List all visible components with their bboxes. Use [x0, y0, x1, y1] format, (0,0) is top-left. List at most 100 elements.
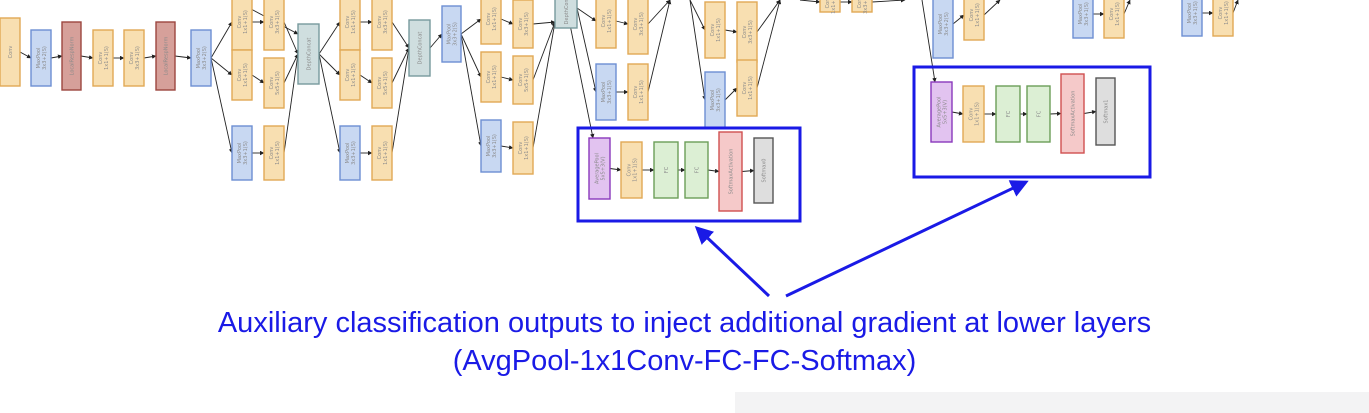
aux2-fc-1-label: FC [1006, 110, 1012, 117]
inception-3a-a1: Conv1x1+1(S) [231, 0, 253, 51]
maxpool-3-label: MaxPool3x3+2(S) [447, 22, 459, 46]
aux2-fc-1: FC [995, 85, 1021, 143]
pointer-arrow-aux2 [785, 180, 1029, 298]
inception-5b-d1-label: MaxPool3x3+1(S) [1187, 1, 1199, 25]
inception-4c-c1-label: MaxPool3x3+1(S) [710, 88, 722, 112]
inception-3b-c2: Conv1x1+1(S) [371, 125, 393, 181]
inception-4a-c1-label: MaxPool3x3+1(S) [486, 134, 498, 158]
aux2-softmax-activation-label: SoftmaxActivation [1071, 91, 1077, 137]
aux2-averagepool: AveragePool5x5+3(V) [930, 81, 953, 143]
aux1-softmax-activation-label: SoftmaxActivation [729, 149, 735, 195]
stem-conv-1: Conv [0, 17, 21, 87]
inception-3a-c1: MaxPool3x3+1(S) [231, 125, 253, 181]
stem-conv-3: Conv3x3+1(S) [123, 29, 145, 87]
inception-4a-a2: Conv3x3+1(S) [512, 0, 534, 49]
inception-4d-a1: Conv1x1+1(S) [819, 0, 841, 14]
stem-conv-2-label: Conv1x1+1(S) [98, 46, 110, 70]
inception-5b-d1: MaxPool3x3+1(S) [1181, 0, 1203, 37]
inception-3a-b1: Conv1x1+1(S) [231, 49, 253, 101]
aux1-softmax-activation: SoftmaxActivation [718, 131, 743, 212]
pointer-arrow-aux1 [694, 225, 771, 298]
inception-4a-c2: Conv1x1+1(S) [512, 121, 534, 175]
inception-3a-b2: Conv5x5+1(S) [263, 57, 285, 109]
inception-4a-b2: Conv5x5+1(S) [512, 55, 534, 105]
inception-5b-c2: Conv1x1+1(S) [1103, 0, 1125, 39]
aux1-softmax: Softmax0 [753, 137, 774, 204]
aux1-highlight-box [576, 126, 802, 223]
inception-3a-b1-label: Conv1x1+1(S) [237, 63, 249, 87]
inception-4b-a1-label: Conv1x1+1(S) [601, 9, 613, 33]
stem-conv-2: Conv1x1+1(S) [92, 29, 114, 87]
stem-localrespnorm-1-label: LocalRespNorm [70, 37, 76, 76]
maxpool-4: MaxPool3x3+2(S) [932, 0, 954, 59]
depthconcat-3-label: DepthConcat [564, 0, 570, 24]
inception-5b-d2-label: Conv1x1+1(S) [1218, 1, 1230, 25]
inception-3b-b2: Conv5x5+1(S) [371, 57, 393, 109]
aux1-fc-1: FC [653, 141, 679, 199]
inception-3a-c2: Conv1x1+1(S) [263, 125, 285, 181]
aux1-averagepool-label: AveragePool5x5+3(V) [595, 153, 607, 184]
inception-4c-c1: MaxPool3x3+1(S) [704, 71, 726, 129]
aux1-conv: Conv1x1+1(S) [620, 141, 643, 199]
inception-4a-a1-label: Conv1x1+1(S) [486, 7, 498, 31]
inception-5a-a1: Conv1x1+1(S) [963, 0, 985, 41]
depthconcat-1-label: DepthConcat [307, 38, 313, 71]
depthconcat-3: DepthConcat [554, 0, 578, 29]
inception-4b-c2-label: Conv1x1+1(S) [633, 80, 645, 104]
stem-localrespnorm-1: LocalRespNorm [61, 21, 82, 91]
depthconcat-1: DepthConcat [297, 23, 320, 85]
aux2-conv-label: Conv1x1+1(S) [969, 102, 981, 126]
maxpool-3: MaxPool3x3+2(S) [441, 5, 462, 63]
inception-3a-a2: Conv3x3+1(S) [263, 0, 285, 51]
inception-5a-a1-label: Conv1x1+1(S) [969, 3, 981, 27]
inception-4c-c2: Conv1x1+1(S) [736, 59, 758, 117]
aux1-fc-1-label: FC [664, 166, 670, 173]
inception-4d-a2: Conv3x3+1(S) [851, 0, 873, 14]
caption-line-2: (AvgPool-1x1Conv-FC-FC-Softmax) [452, 345, 917, 377]
inception-4b-a1: Conv1x1+1(S) [595, 0, 617, 49]
inception-4c-a1-label: Conv1x1+1(S) [710, 18, 722, 42]
aux2-softmax: Softmax1 [1095, 77, 1116, 146]
aux2-fc-2: FC [1026, 85, 1051, 143]
aux2-conv: Conv1x1+1(S) [962, 85, 985, 143]
inception-4a-c1: MaxPool3x3+1(S) [480, 119, 502, 173]
inception-4b-a2-label: Conv3x3+1(S) [633, 12, 645, 36]
aux2-averagepool-label: AveragePool5x5+3(V) [937, 97, 949, 128]
inception-3a-a1-label: Conv1x1+1(S) [237, 10, 249, 34]
inception-3a-b2-label: Conv5x5+1(S) [269, 71, 281, 95]
inception-3b-a2: Conv3x3+1(S) [371, 0, 393, 51]
inception-4a-c2-label: Conv1x1+1(S) [518, 136, 530, 160]
inception-3b-b2-label: Conv5x5+1(S) [377, 71, 389, 95]
inception-4c-a1: Conv1x1+1(S) [704, 1, 726, 59]
inception-3b-b1: Conv1x1+1(S) [339, 49, 361, 101]
aux1-averagepool: AveragePool5x5+3(V) [588, 137, 611, 200]
stem-localrespnorm-2-label: LocalRespNorm [164, 37, 170, 76]
bottom-shade [735, 392, 1369, 413]
inception-3b-a2-label: Conv3x3+1(S) [377, 10, 389, 34]
aux2-softmax-activation: SoftmaxActivation [1060, 73, 1085, 154]
caption-line-1: Auxiliary classification outputs to inje… [217, 307, 1152, 339]
inception-4a-a1: Conv1x1+1(S) [480, 0, 502, 45]
aux1-fc-2-label: FC [695, 166, 701, 173]
depthconcat-2: DepthConcat [408, 19, 431, 77]
stem-localrespnorm-2: LocalRespNorm [155, 21, 176, 91]
stem-maxpool-1: MaxPool3x3+2(S) [30, 29, 52, 87]
inception-4a-b2-label: Conv5x5+1(S) [518, 68, 530, 92]
aux1-conv-label: Conv1x1+1(S) [627, 158, 639, 182]
inception-3a-a2-label: Conv3x3+1(S) [269, 10, 281, 34]
inception-4b-a2: Conv3x3+1(S) [627, 0, 649, 55]
inception-4a-a2-label: Conv3x3+1(S) [518, 12, 530, 36]
inception-4b-c1-label: MaxPool3x3+1(S) [601, 80, 613, 104]
inception-4a-b1: Conv1x1+1(S) [480, 51, 502, 103]
aux1-softmax-label: Softmax0 [762, 159, 768, 183]
inception-3b-c2-label: Conv1x1+1(S) [377, 141, 389, 165]
auxiliary-highlight [576, 65, 1152, 298]
inception-5b-c1-label: MaxPool3x3+1(S) [1078, 2, 1090, 26]
inception-3b-c1-label: MaxPool3x3+1(S) [345, 141, 357, 165]
aux1-fc-2: FC [684, 141, 709, 199]
aux2-highlight-box [912, 65, 1152, 179]
inception-4b-c2: Conv1x1+1(S) [627, 63, 649, 121]
aux2-fc-2-label: FC [1037, 110, 1043, 117]
depthconcat-2-label: DepthConcat [418, 32, 424, 65]
